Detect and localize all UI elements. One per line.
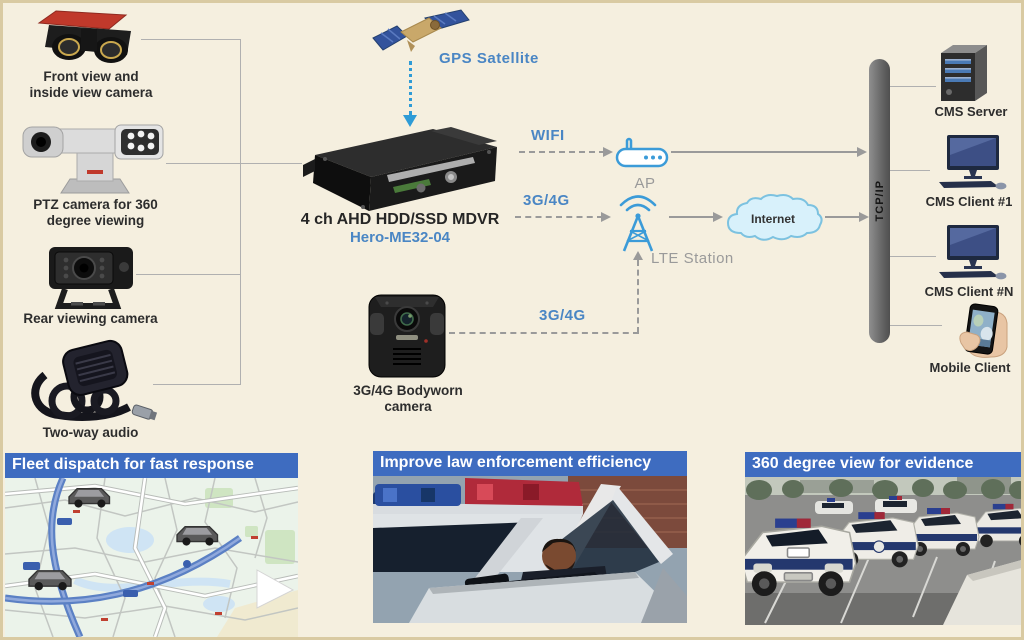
lte-tower-icon bbox=[619, 195, 657, 252]
fleet-map-photo bbox=[5, 477, 298, 637]
wifi-dashed-line bbox=[519, 151, 605, 153]
police-car-4 bbox=[972, 503, 1021, 547]
rear-camera-connector-line bbox=[136, 274, 240, 275]
bodyworn-camera-image bbox=[368, 294, 446, 378]
panel-fleet-dispatch: Fleet dispatch for fast response bbox=[5, 453, 298, 637]
tcpip-to-clientN-line bbox=[890, 256, 936, 257]
mdvr-name-label: 4 ch AHD HDD/SSD MDVR bbox=[300, 211, 500, 228]
panel-fleet-dispatch-title: Fleet dispatch for fast response bbox=[5, 453, 298, 478]
police-car-1 bbox=[745, 518, 857, 596]
two-way-audio-image bbox=[31, 339, 158, 421]
cms-server-label: CMS Server bbox=[934, 104, 1008, 119]
internet-cloud bbox=[726, 194, 823, 241]
mdvr-model-label: Hero-ME32-04 bbox=[349, 229, 451, 246]
front-camera-image bbox=[37, 10, 131, 63]
ap-router-icon bbox=[615, 137, 669, 168]
cms-clientN-icon bbox=[939, 225, 1007, 280]
wifi-link-label: WIFI bbox=[531, 127, 565, 144]
mobile-client-label: Mobile Client bbox=[929, 360, 1011, 375]
bodyworn-link-label: 3G/4G bbox=[539, 307, 586, 324]
cms-client1-label: CMS Client #1 bbox=[925, 194, 1013, 209]
cms-client1-icon bbox=[939, 135, 1007, 190]
police-cars-photo bbox=[745, 476, 1021, 625]
map-car-1 bbox=[68, 487, 111, 508]
mobile-client-icon bbox=[959, 303, 1008, 358]
cellular-link-label: 3G/4G bbox=[523, 192, 570, 209]
cellular-arrowhead bbox=[601, 212, 611, 222]
panel-360-view: 360 degree view for evidence bbox=[745, 452, 1021, 625]
camera-bus-line bbox=[240, 39, 241, 385]
police-car-back-row bbox=[815, 495, 917, 514]
panel-360-view-title: 360 degree view for evidence bbox=[745, 452, 1021, 477]
police-car-3 bbox=[904, 507, 980, 556]
bodyworn-dashed-line-v bbox=[637, 260, 639, 333]
tcpip-bar: TCP/IP bbox=[869, 59, 890, 343]
officer-photo bbox=[373, 475, 687, 623]
bodyworn-dashed-line-h bbox=[449, 332, 639, 334]
bodyworn-camera-label: 3G/4G Bodyworn camera bbox=[353, 383, 463, 414]
rear-camera-label: Rear viewing camera bbox=[23, 311, 158, 326]
gps-downlink-line bbox=[409, 61, 412, 115]
ptz-camera-label: PTZ camera for 360 degree viewing bbox=[33, 197, 158, 228]
ap-to-tcpip-line bbox=[671, 151, 859, 153]
tcpip-to-client1-line bbox=[890, 170, 930, 171]
internet-to-tcpip-arrowhead bbox=[859, 212, 869, 222]
front-camera-connector-line bbox=[141, 39, 240, 40]
tcpip-to-mobile-line bbox=[890, 325, 942, 326]
lte-to-internet-line bbox=[669, 216, 715, 218]
bodyworn-arrowhead-up bbox=[633, 251, 643, 260]
map-car-2 bbox=[176, 525, 219, 546]
panel-law-enforcement-title: Improve law enforcement efficiency bbox=[373, 451, 687, 476]
tcpip-label: TCP/IP bbox=[873, 180, 886, 222]
wifi-arrowhead bbox=[603, 147, 613, 157]
ap-label: AP bbox=[634, 175, 656, 192]
panel-law-enforcement: Improve law enforcement efficiency bbox=[373, 451, 687, 623]
ptz-camera-image bbox=[22, 124, 164, 194]
lte-station-label: LTE Station bbox=[651, 250, 734, 267]
cms-server-icon bbox=[941, 45, 987, 101]
mdvr-image bbox=[303, 127, 497, 211]
gps-downlink-arrowhead bbox=[403, 115, 417, 127]
rear-camera-image bbox=[49, 247, 133, 309]
ptz-to-mdvr-line bbox=[166, 163, 302, 164]
gps-satellite-label: GPS Satellite bbox=[439, 50, 539, 67]
internet-label: Internet bbox=[750, 212, 795, 226]
tcpip-to-server-line bbox=[890, 86, 936, 87]
ap-to-tcpip-arrowhead bbox=[857, 147, 867, 157]
cms-clientN-label: CMS Client #N bbox=[924, 284, 1014, 299]
cellular-dashed-line bbox=[515, 216, 603, 218]
front-camera-label: Front view and inside view camera bbox=[29, 69, 153, 100]
audio-connector-line bbox=[153, 384, 240, 385]
lte-to-internet-arrowhead bbox=[713, 212, 723, 222]
gps-satellite-icon bbox=[372, 9, 470, 52]
map-car-3 bbox=[28, 569, 72, 590]
internet-to-tcpip-line bbox=[825, 216, 861, 218]
two-way-audio-label: Two-way audio bbox=[42, 425, 139, 440]
